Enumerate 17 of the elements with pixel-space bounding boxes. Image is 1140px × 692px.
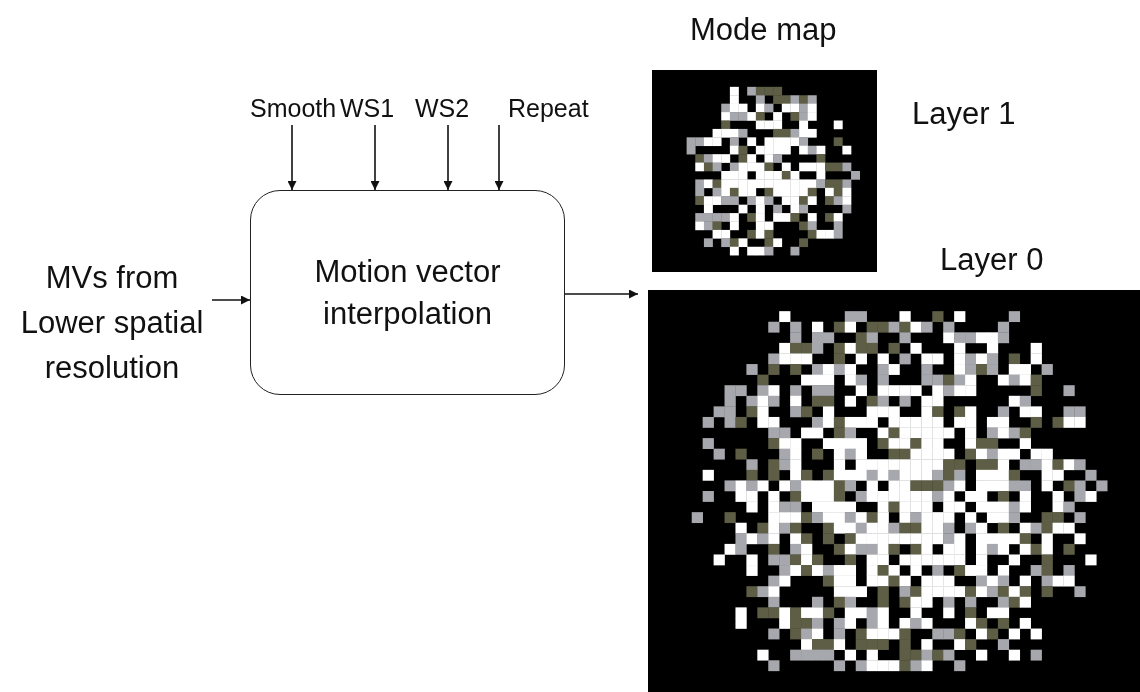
arrow: [564, 289, 639, 299]
arrow: [494, 124, 504, 191]
mode-map-picture: [652, 70, 877, 272]
layer-label: Layer 0: [940, 241, 1044, 279]
arrow: [211, 295, 251, 305]
input-label: MVs from Lower spatial resolution: [12, 255, 212, 390]
input-label: WS2: [415, 93, 470, 123]
input-label: Smooth: [250, 93, 337, 123]
arrow: [443, 124, 453, 191]
input-label: Repeat: [508, 93, 589, 123]
arrow: [370, 124, 380, 191]
layer-label: Layer 1: [912, 95, 1016, 133]
mode-map-picture: [648, 290, 1140, 692]
process-box: Motion vector interpolation: [250, 190, 565, 395]
input-label: WS1: [340, 93, 395, 123]
map-title: Mode map: [690, 11, 837, 49]
arrow: [287, 124, 297, 191]
